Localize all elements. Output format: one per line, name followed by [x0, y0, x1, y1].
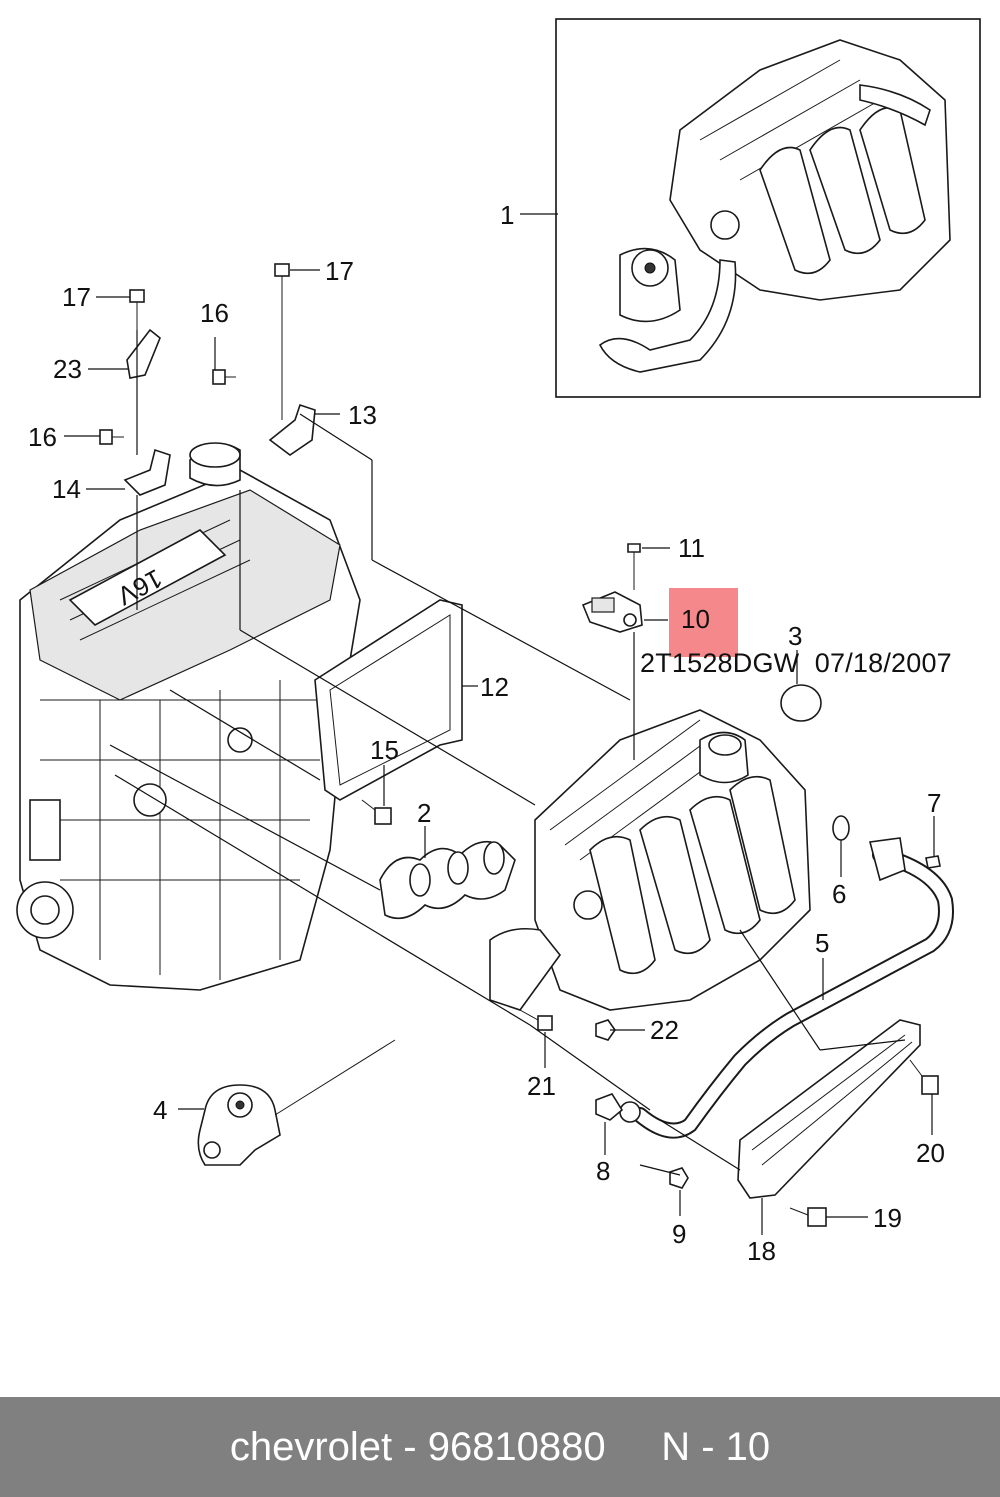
engine-block: 16V [16, 442, 361, 991]
o-ring-3 [780, 684, 822, 722]
callout-5: 5 [815, 928, 829, 958]
highlight-box [669, 588, 738, 657]
callout-7: 7 [927, 788, 941, 818]
drawing-code: 2T1528DGW 07/18/2007 [640, 648, 952, 678]
callout-2: 2 [417, 798, 431, 828]
bolt-16-lower [99, 429, 124, 445]
seal-6 [832, 815, 850, 841]
callout-18: 18 [747, 1236, 776, 1266]
bracket-13 [268, 403, 316, 456]
clamp-23 [126, 328, 161, 379]
bolt-19 [789, 1207, 827, 1227]
bracket-14 [123, 448, 171, 496]
parts-diagram: 16V [16, 18, 981, 1266]
nut-9 [669, 1167, 689, 1189]
inset-manifold-assembly [598, 39, 951, 373]
callout-14: 14 [52, 474, 81, 504]
egr-pipe-5 [619, 837, 954, 1139]
callout-16-lower: 16 [28, 422, 57, 452]
egr-valve-4 [197, 1039, 396, 1166]
callout-10: 10 [681, 604, 710, 634]
footer-part-number: chevrolet - 96810880 N - 10 [229, 1424, 771, 1469]
bolt-15 [361, 799, 392, 825]
callout-6: 6 [832, 879, 846, 909]
callout-15: 15 [370, 735, 399, 765]
bolt-16-upper [212, 369, 236, 385]
bolt-20 [909, 1059, 939, 1095]
map-sensor-10 [581, 591, 643, 633]
gasket-8 [595, 1093, 624, 1121]
callout-12: 12 [480, 672, 509, 702]
callout-labels: 1 2 3 4 5 6 7 8 9 10 11 12 13 14 15 16 1… [28, 200, 945, 1266]
callout-4: 4 [153, 1095, 167, 1125]
callout-9: 9 [672, 1219, 686, 1249]
bolt-21 [519, 1009, 553, 1031]
callout-8: 8 [596, 1156, 610, 1186]
nut-22 [595, 1019, 616, 1041]
callout-16-upper: 16 [200, 298, 229, 328]
bolt-17-right [274, 263, 290, 420]
screw-11 [627, 543, 641, 590]
callout-22: 22 [650, 1015, 679, 1045]
callout-23: 23 [53, 354, 82, 384]
callout-19: 19 [873, 1203, 902, 1233]
leader-lines [64, 213, 935, 1235]
bolt-17-left [129, 289, 145, 330]
callout-1: 1 [500, 200, 514, 230]
bracket-12 [314, 599, 463, 801]
footer-bar: chevrolet - 96810880 N - 10 [0, 1397, 1000, 1497]
callout-17-right: 17 [325, 256, 354, 286]
callout-21: 21 [527, 1071, 556, 1101]
callout-20: 20 [916, 1138, 945, 1168]
callout-13: 13 [348, 400, 377, 430]
callout-17-left: 17 [62, 282, 91, 312]
callout-11: 11 [678, 533, 705, 563]
callout-3: 3 [788, 621, 802, 651]
bolt-7 [925, 855, 941, 869]
intake-gasket [379, 840, 516, 920]
intake-manifold [489, 709, 811, 1011]
bracket-18 [737, 1019, 921, 1199]
